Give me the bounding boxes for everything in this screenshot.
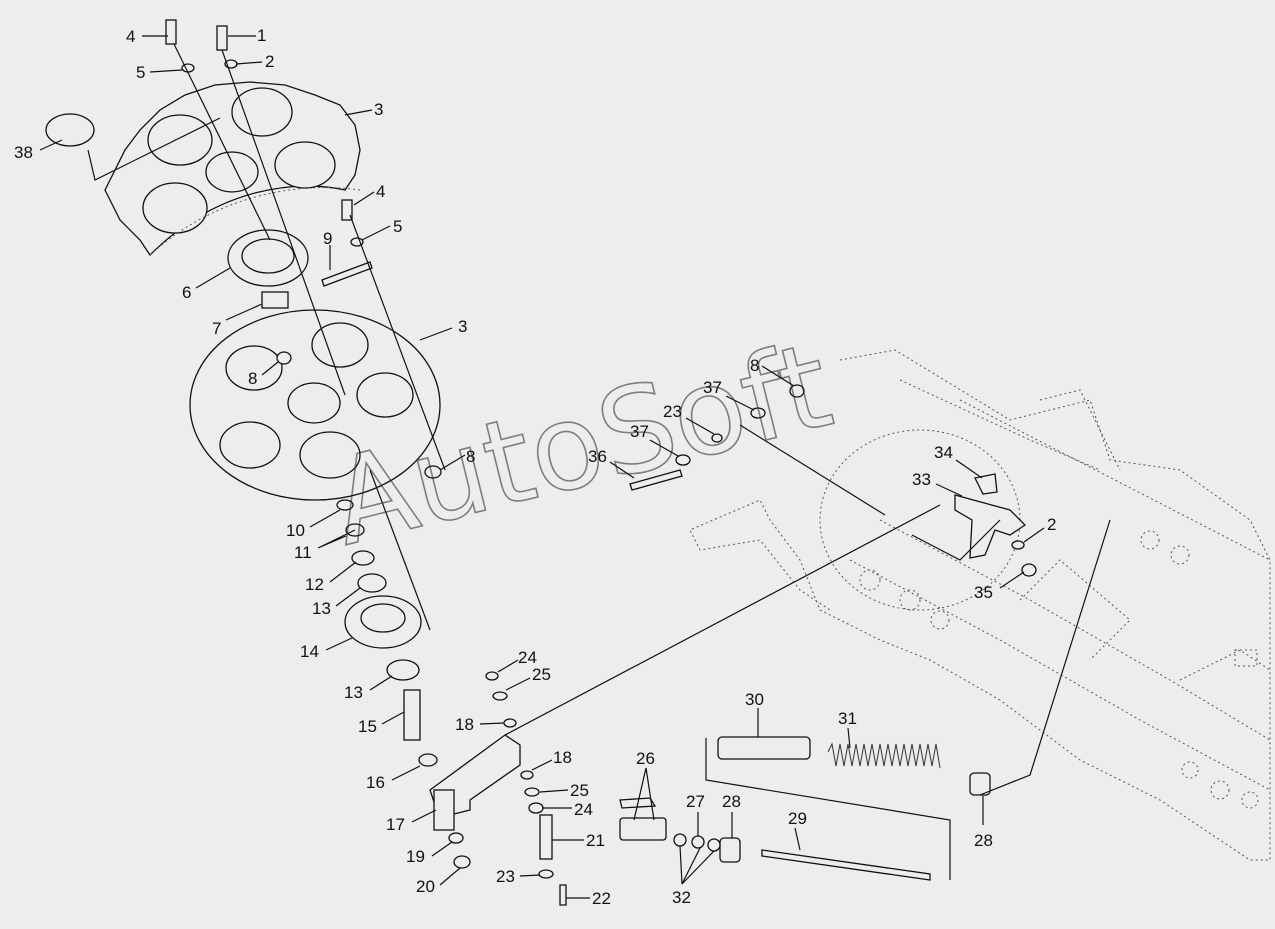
callout-4: 4 [126, 27, 135, 46]
callout-29: 29 [788, 809, 807, 828]
lever-arm [429, 734, 554, 879]
callout-26: 26 [636, 749, 655, 768]
callout-24: 24 [518, 648, 537, 667]
callout-8: 8 [248, 369, 257, 388]
callout-38: 38 [14, 143, 33, 162]
callout-9: 9 [323, 229, 332, 248]
callout-1: 1 [257, 26, 266, 45]
callout-2: 2 [1047, 515, 1056, 534]
callout-labels: 1 2 3 4 5 38 4 5 9 6 7 3 8 8 8 10 11 12 … [14, 26, 1056, 908]
callout-15: 15 [358, 717, 377, 736]
callout-2: 2 [265, 52, 274, 71]
callout-6: 6 [182, 283, 191, 302]
callout-3: 3 [458, 317, 467, 336]
callout-35: 35 [974, 583, 993, 602]
spring-assembly [619, 736, 991, 881]
callout-33: 33 [912, 470, 931, 489]
callout-37: 37 [703, 378, 722, 397]
callout-30: 30 [745, 690, 764, 709]
callout-22: 22 [592, 889, 611, 908]
callout-18: 18 [455, 715, 474, 734]
callout-36: 36 [588, 447, 607, 466]
assembly-lines [87, 43, 1111, 796]
callout-16: 16 [366, 773, 385, 792]
callout-28: 28 [974, 831, 993, 850]
callout-14: 14 [300, 642, 319, 661]
callout-25: 25 [532, 665, 551, 684]
wheel-hub [336, 499, 438, 767]
callout-17: 17 [386, 815, 405, 834]
callout-8: 8 [466, 447, 475, 466]
callout-5: 5 [136, 63, 145, 82]
callout-24: 24 [574, 800, 593, 819]
callout-7: 7 [212, 319, 221, 338]
bracket [954, 473, 1027, 559]
fasteners [45, 19, 1037, 906]
leader-lines [39, 35, 1045, 899]
callout-10: 10 [286, 521, 305, 540]
hub-assembly [227, 229, 373, 309]
callout-23: 23 [496, 867, 515, 886]
callout-11: 11 [294, 543, 312, 562]
callout-23: 23 [663, 402, 682, 421]
callout-25: 25 [570, 781, 589, 800]
callout-32: 32 [672, 888, 691, 907]
callout-34: 34 [934, 443, 953, 462]
callout-37: 37 [630, 422, 649, 441]
callout-3: 3 [374, 100, 383, 119]
callout-13: 13 [344, 683, 363, 702]
callout-19: 19 [406, 847, 425, 866]
callout-21: 21 [586, 831, 605, 850]
callout-12: 12 [305, 575, 324, 594]
callout-4: 4 [376, 182, 385, 201]
callout-8: 8 [750, 356, 759, 375]
lower-sprocket [189, 309, 441, 501]
callout-27: 27 [686, 792, 705, 811]
upper-sprocket [104, 81, 361, 257]
callout-5: 5 [393, 217, 402, 236]
callout-31: 31 [838, 709, 857, 728]
callout-20: 20 [416, 877, 435, 896]
callout-18: 18 [553, 748, 572, 767]
callout-28: 28 [722, 792, 741, 811]
callout-13: 13 [312, 599, 331, 618]
